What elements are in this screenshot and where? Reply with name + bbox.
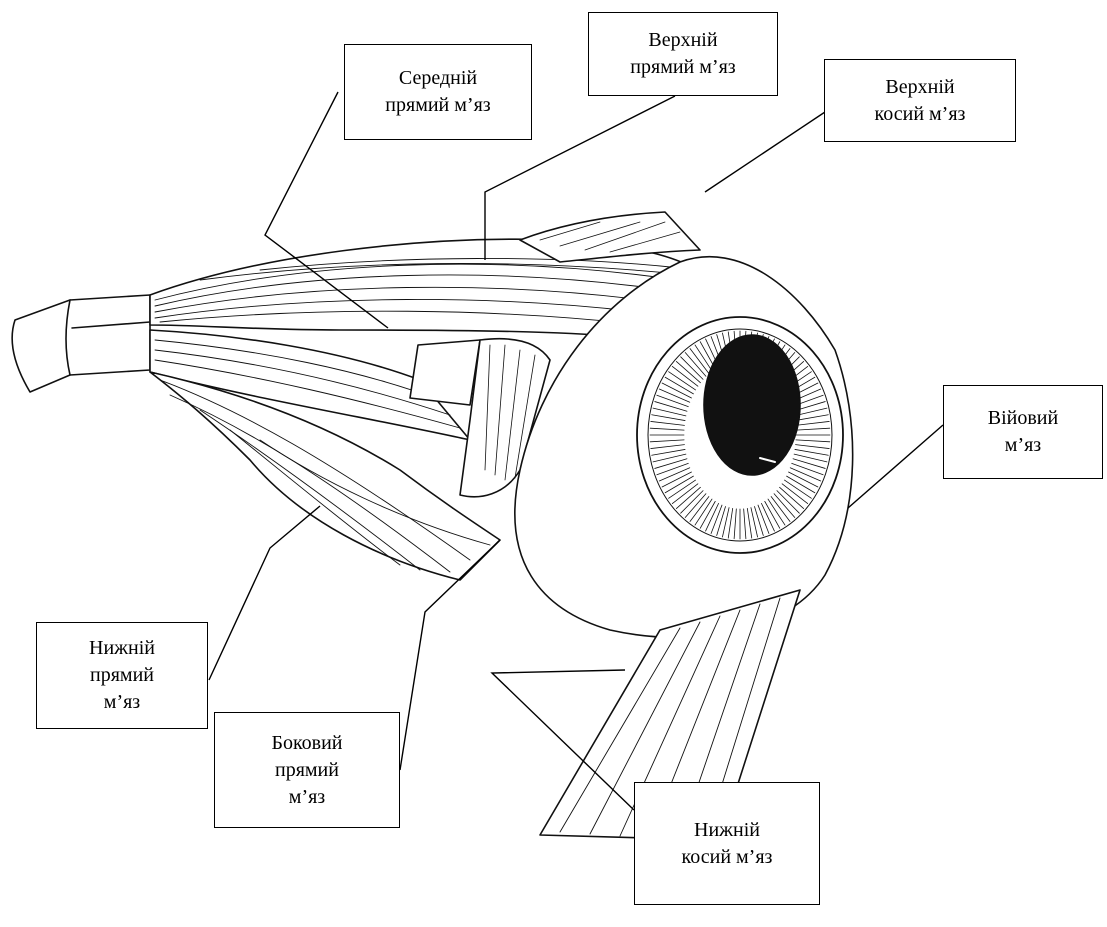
label-medial-rectus: Середній прямий м’яз — [344, 44, 532, 140]
superior-oblique-muscle — [520, 212, 700, 262]
label-inferior-oblique: Нижній косий м’яз — [634, 782, 820, 905]
nerve-end-cap — [12, 300, 70, 392]
label-lateral-rectus: Боковий прямий м’яз — [214, 712, 400, 828]
cut-tendon — [410, 340, 480, 405]
label-ciliary-muscle: Війовий м’яз — [943, 385, 1103, 479]
label-superior-rectus: Верхній прямий м’яз — [588, 12, 778, 96]
pupil — [704, 335, 800, 475]
label-inferior-rectus: Нижній прямий м’яз — [36, 622, 208, 729]
label-superior-oblique: Верхній косий м’яз — [824, 59, 1016, 142]
optic-nerve-stump — [66, 295, 150, 375]
